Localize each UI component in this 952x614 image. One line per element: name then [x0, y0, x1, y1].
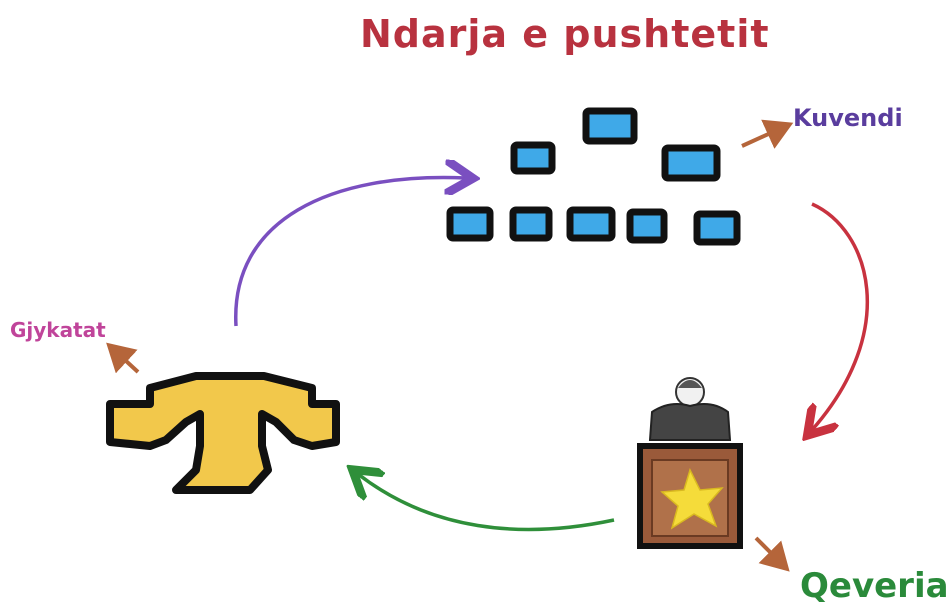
qeveria-pointer-arrow — [754, 536, 790, 572]
parliament-seats-icon — [446, 107, 741, 246]
arrow-legislature-to-executive — [812, 202, 870, 430]
qeveria-label: Qeveria — [800, 566, 949, 606]
gjykatat-label: Gjykatat — [10, 318, 106, 342]
diagram-title: Ndarja e pushtetit — [360, 12, 770, 56]
podium-speaker-icon — [637, 377, 743, 549]
arrow-executive-to-judiciary — [358, 474, 615, 532]
scales-of-justice-icon — [106, 372, 340, 494]
kuvendi-pointer-arrow — [741, 119, 794, 149]
gjykatat-pointer-arrow — [106, 342, 140, 374]
arrow-judiciary-to-legislature — [234, 178, 466, 327]
kuvendi-label: Kuvendi — [793, 104, 903, 132]
